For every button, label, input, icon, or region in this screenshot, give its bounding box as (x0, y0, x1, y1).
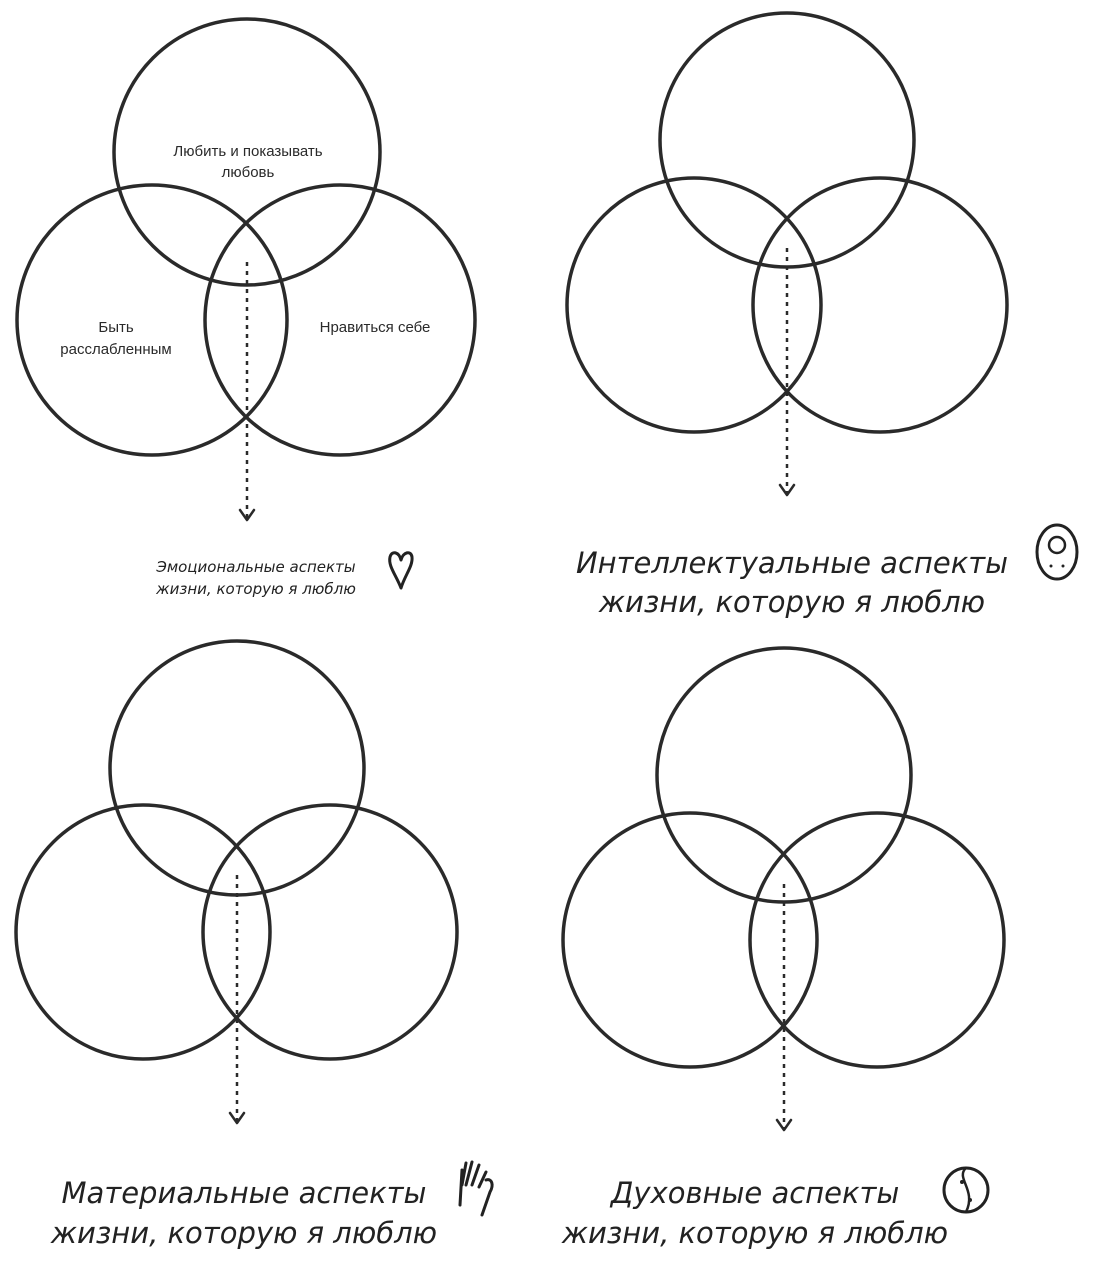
circle-top (108, 639, 366, 897)
caption-line1: Интеллектуальные аспекты (576, 546, 1008, 580)
circle-label-top-line2: любовь (222, 164, 275, 181)
caption-line1: Материальные аспекты (62, 1176, 427, 1210)
circle-right (751, 176, 1009, 434)
arrow-head (228, 1111, 246, 1125)
circle-left (561, 811, 819, 1069)
circle-label-top-line1: Любить и показывать (173, 143, 322, 160)
caption-line1: Духовные аспекты (609, 1176, 900, 1210)
circle-top (655, 646, 913, 904)
caption-line2: жизни, которую я люблю (561, 1216, 948, 1250)
circle-top (112, 17, 382, 287)
circle-label-left-line1: Быть (98, 319, 133, 336)
yin-yang-icon (942, 1166, 990, 1214)
circle-top (658, 11, 916, 269)
caption-line2: жизни, которую я люблю (50, 1216, 437, 1250)
hand-icon (458, 1160, 494, 1217)
circle-left (14, 803, 272, 1061)
circle-label-right: Нравиться себе (320, 319, 431, 336)
face-icon (1035, 523, 1079, 581)
caption-line2: жизни, которую я люблю (598, 585, 985, 619)
circle-left (15, 183, 289, 457)
caption-line2: жизни, которую я люблю (155, 580, 356, 598)
circle-right (203, 183, 477, 457)
arrow-head (775, 1118, 793, 1132)
arrow-head (778, 483, 796, 497)
circle-right (748, 811, 1006, 1069)
caption-line1: Эмоциональные аспекты (155, 558, 355, 576)
arrow-head (238, 508, 256, 522)
heart-icon (388, 551, 414, 590)
venn-intellectual: Интеллектуальные аспекты жизни, которую … (565, 11, 1079, 619)
venn-emotional: Любить и показывать любовь Быть расслабл… (15, 17, 477, 598)
venn-spiritual: Духовные аспекты жизни, которую я люблю (561, 646, 1006, 1250)
circle-label-left-line2: расслабленным (60, 341, 171, 358)
venn-material: Материальные аспекты жизни, которую я лю… (14, 639, 494, 1250)
circle-right (201, 803, 459, 1061)
circle-left (565, 176, 823, 434)
